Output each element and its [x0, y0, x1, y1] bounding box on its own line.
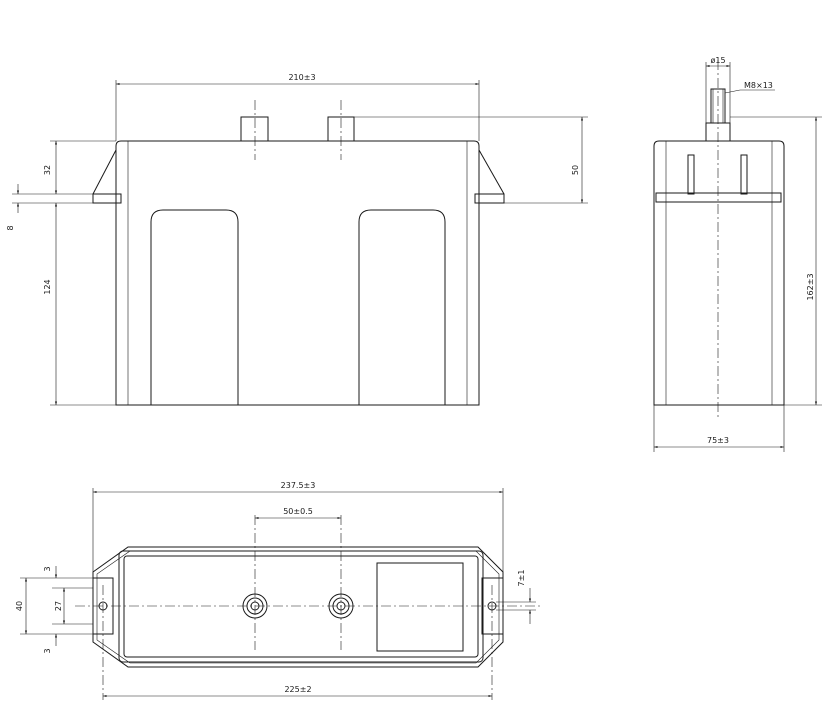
- side-width-dimension: 75±3: [653, 405, 785, 452]
- front-gap-dim-label: 8: [6, 225, 15, 230]
- side-flange: [655, 192, 782, 203]
- bottom-slot-dia-dimension: 7±1: [496, 570, 536, 624]
- bottom-body: [118, 550, 484, 663]
- bottom-edge-bottom-label: 3: [43, 648, 52, 653]
- side-view: ø15 M8×13 162±3 75±3: [653, 56, 822, 452]
- side-thread-label: M8×13: [744, 81, 773, 90]
- side-terminal-dia-label: ø15: [710, 56, 725, 65]
- front-top-dim-label: 32: [43, 165, 52, 175]
- front-width-dimension: 210±3: [115, 73, 480, 141]
- front-bracket-right: [474, 149, 505, 204]
- bottom-label-area: [376, 562, 464, 652]
- bottom-overall-label: 237.5±3: [281, 481, 316, 490]
- side-stud-left: [687, 154, 695, 195]
- side-thread-callout: M8×13: [724, 81, 775, 94]
- bottom-left-dimensions: 40 27 3 3: [15, 566, 93, 654]
- side-width-label: 75±3: [707, 436, 729, 445]
- front-terminal-left: [240, 116, 269, 142]
- bottom-flange-height-label: 40: [15, 601, 24, 611]
- bottom-view: 237.5±3 50±0.5 225±2 40 27 3 3: [15, 481, 540, 700]
- bottom-overall-dimension: 237.5±3: [92, 481, 504, 572]
- front-bracket-left: [92, 149, 122, 204]
- side-body-outline: [653, 140, 785, 406]
- front-left-dimensions: 32 8 124: [6, 140, 116, 406]
- front-body-outline: [115, 140, 480, 406]
- bottom-slot-dia-label: 7±1: [517, 570, 526, 587]
- side-height-label: 162±3: [806, 273, 815, 300]
- bottom-hole-spacing-label: 225±2: [284, 685, 311, 694]
- front-mount-dim-label: 50: [571, 165, 580, 175]
- bottom-terminal-spacing-dimension: 50±0.5: [255, 507, 341, 520]
- bottom-edge-top-label: 3: [43, 566, 52, 571]
- bottom-slot-dim-label: 27: [54, 601, 63, 611]
- front-mount-dimension: 50: [354, 116, 588, 204]
- front-body-dim-label: 124: [43, 279, 52, 294]
- front-window-right: [358, 209, 446, 405]
- bottom-terminal-spacing-label: 50±0.5: [283, 507, 313, 516]
- side-height-dimension: 162±3: [730, 116, 822, 406]
- front-view: 210±3 32 8 124 50: [6, 73, 588, 406]
- bottom-body-inner: [123, 555, 479, 658]
- bottom-outer-outline: [92, 546, 504, 668]
- side-terminal-dia-dimension: ø15: [705, 56, 731, 123]
- front-width-label: 210±3: [288, 73, 315, 82]
- front-window-left: [150, 209, 239, 405]
- side-stud-right: [740, 154, 748, 195]
- bottom-hole-spacing-dimension: 225±2: [103, 685, 492, 698]
